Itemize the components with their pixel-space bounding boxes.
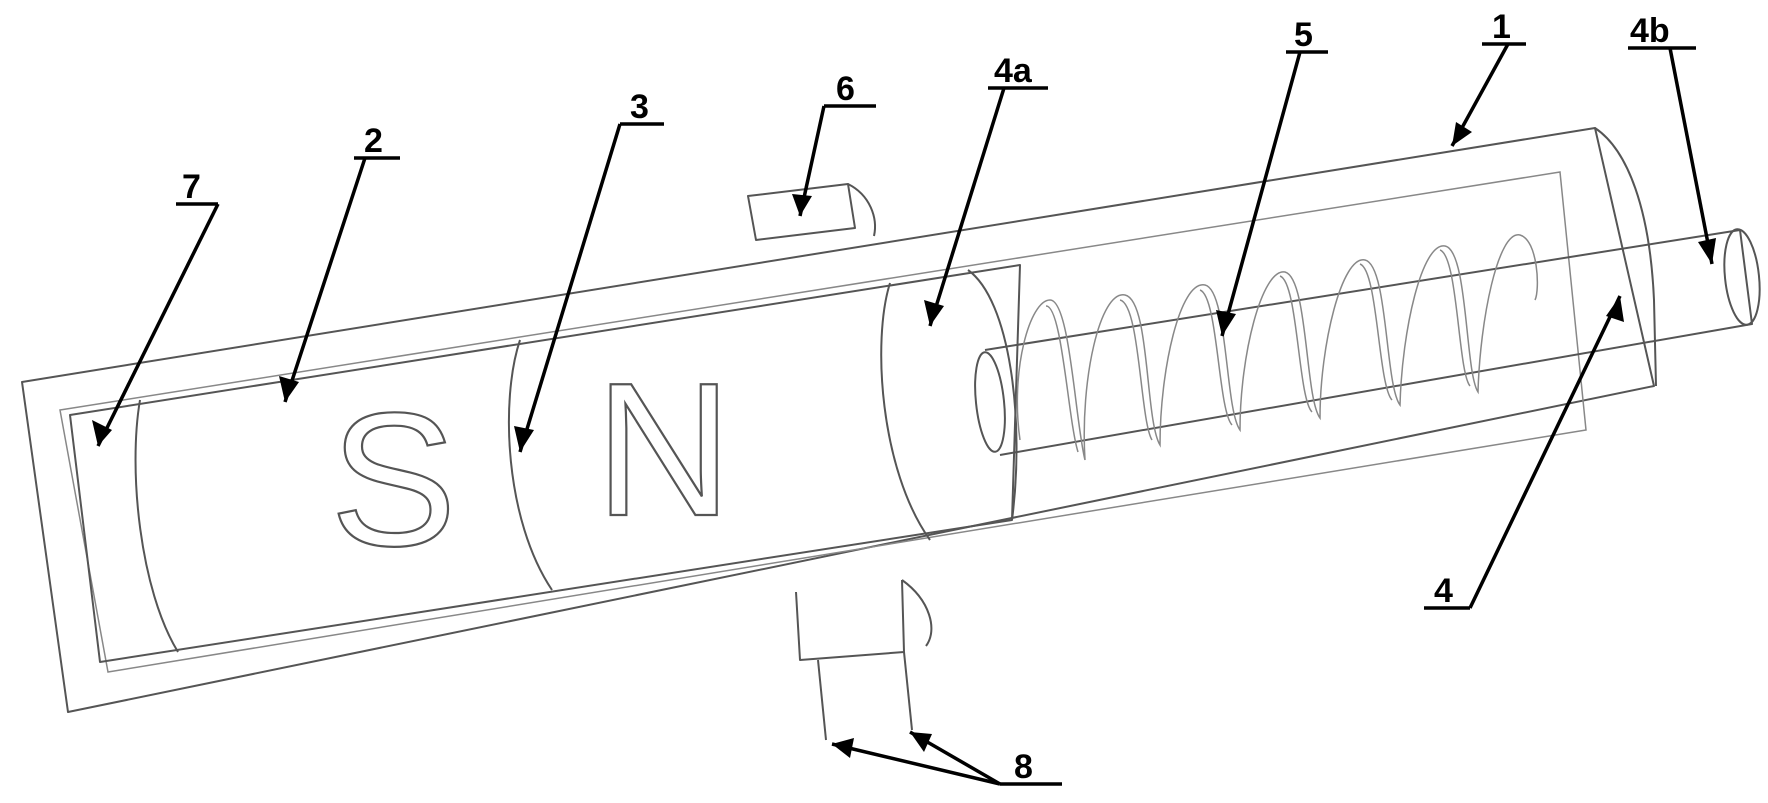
callout-label-1: 1 [1492, 8, 1511, 46]
leader-line-2 [283, 157, 367, 403]
arrowhead-4a [924, 300, 944, 326]
spring [1016, 234, 1539, 461]
rod [974, 228, 1761, 456]
leader-line-4 [1468, 295, 1622, 609]
callout-label-7: 7 [182, 168, 201, 206]
callout-label-4: 4 [1434, 572, 1453, 610]
terminal-block-lower [795, 579, 933, 741]
label-underlines [176, 42, 1696, 786]
north-pole-letter: N [595, 344, 732, 556]
magnet-assembly [69, 264, 1021, 663]
leader-line-4a [928, 87, 1006, 327]
arrowheads [92, 122, 1716, 758]
callout-label-8: 8 [1014, 748, 1033, 786]
callout-label-2: 2 [364, 122, 383, 160]
arrowhead-7 [92, 420, 112, 446]
callout-label-5: 5 [1294, 16, 1313, 54]
callout-label-4b: 4b [1630, 12, 1670, 50]
leader-line-4b [1668, 47, 1714, 265]
leader-line-8a [831, 742, 1001, 786]
callout-label-4a: 4a [994, 52, 1033, 90]
arrowhead-4b [1698, 238, 1716, 264]
south-pole-letter: S [330, 374, 457, 586]
leader-line-5 [1220, 51, 1302, 337]
arrowhead-8a [832, 738, 854, 758]
arrowhead-8b [910, 732, 932, 752]
terminal-block-upper [747, 183, 876, 241]
arrowhead-3 [514, 426, 534, 452]
callout-label-6: 6 [836, 70, 855, 108]
outer-housing [21, 127, 1657, 713]
leader-line-3 [518, 123, 622, 453]
inner-chamber [59, 171, 1587, 673]
arrowhead-5 [1216, 310, 1236, 336]
callout-labels: 7 2 3 6 4a 5 1 4b 4 8 [182, 8, 1670, 786]
arrowhead-1 [1452, 122, 1472, 146]
leader-line-7 [96, 203, 220, 447]
callout-label-3: 3 [630, 88, 649, 126]
arrowhead-4 [1606, 296, 1624, 322]
arrowhead-2 [279, 376, 299, 402]
arrowhead-6 [792, 194, 812, 216]
